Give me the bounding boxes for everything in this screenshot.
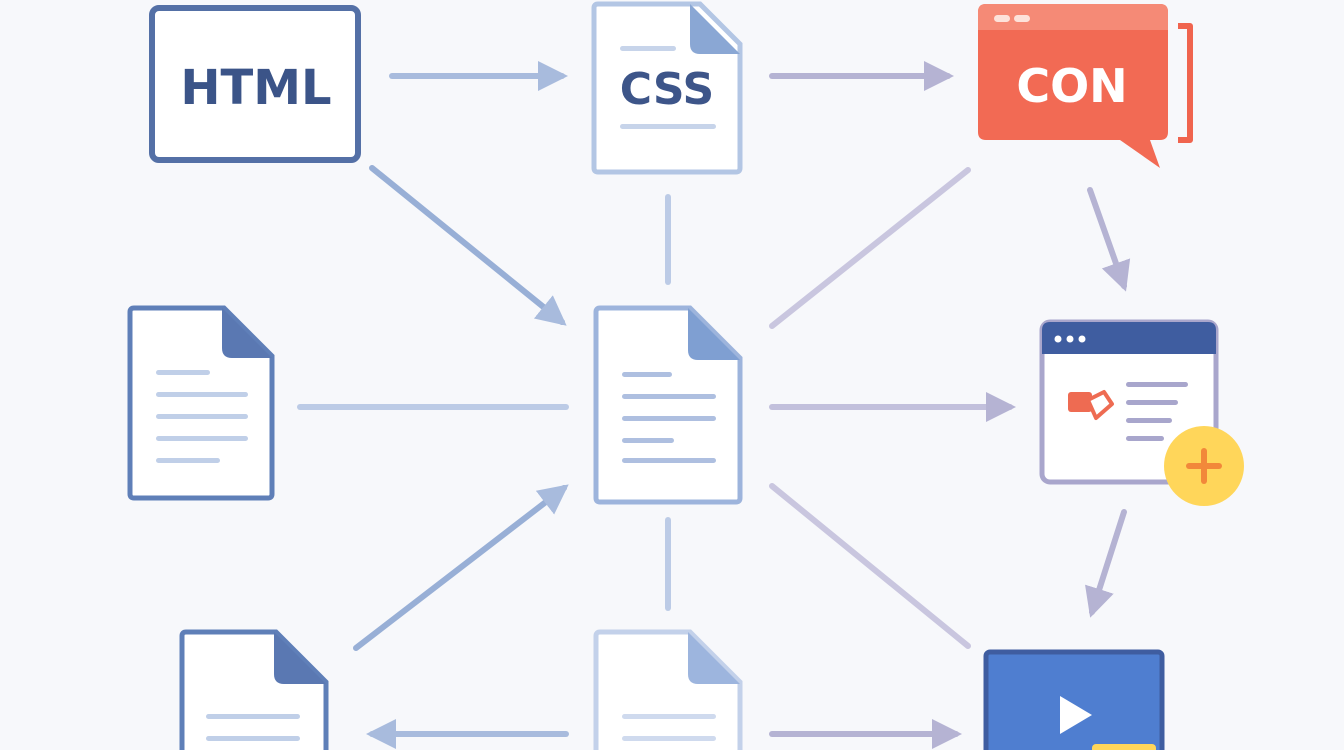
html-label: HTML — [180, 60, 331, 116]
arrow-con-to-browser — [1087, 187, 1131, 292]
connectors — [297, 61, 1131, 749]
document-icon-bottom-left — [179, 629, 329, 750]
video-play-icon — [983, 649, 1165, 750]
media-icon — [1068, 390, 1114, 420]
arrow-bottom-left-to-center — [353, 484, 569, 651]
css-label: CSS — [620, 64, 715, 115]
arrow-html-to-center — [369, 165, 567, 326]
document-icon-center — [593, 305, 743, 505]
document-icon-left — [127, 305, 275, 501]
document-icon-bottom-center — [593, 629, 743, 750]
line-con-to-center — [769, 167, 971, 329]
plus-badge-icon — [1164, 426, 1244, 506]
con-label: CON — [1016, 59, 1127, 113]
arrow-browser-to-video — [1085, 509, 1127, 618]
css-document-icon: CSS — [591, 1, 743, 175]
line-center-to-video — [769, 483, 971, 649]
con-speech-bubble-icon: CON — [978, 4, 1193, 168]
html-box: HTML — [149, 5, 361, 163]
